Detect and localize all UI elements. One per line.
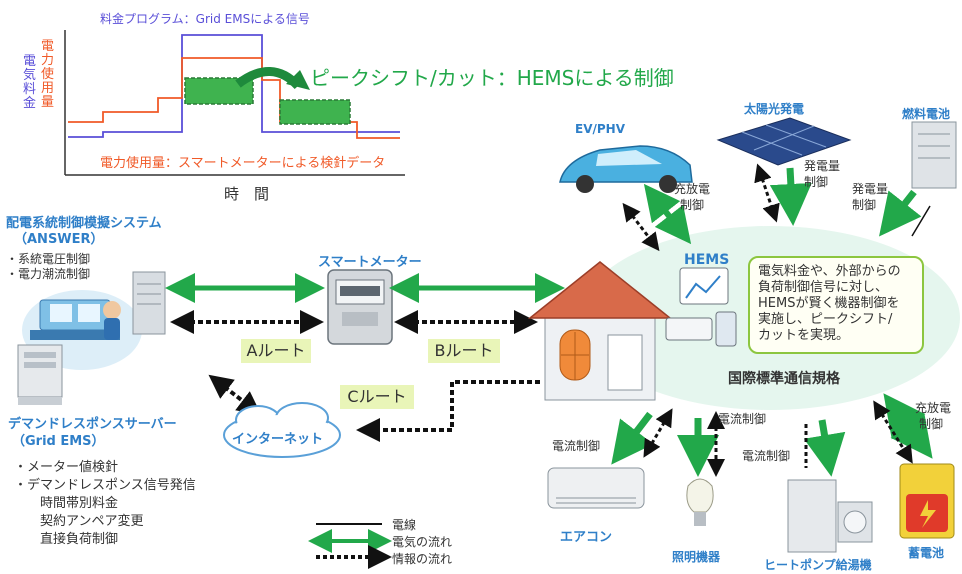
smart-meter-illustration <box>327 269 393 345</box>
peak-shift-label: ピークシフト/カット：HEMSによる制御 <box>310 66 674 90</box>
battery-info-arrow <box>873 400 913 464</box>
hems-note-line: 電気料金や、外部からの <box>758 264 901 279</box>
price-usage-chart <box>64 30 405 176</box>
solar-control-label: 制御 <box>804 175 829 189</box>
legend-wire-label: 電線 <box>392 518 417 532</box>
ev-label: EV/PHV <box>575 122 625 136</box>
internet-label: インターネット <box>232 432 324 447</box>
fuel-power-arrow <box>879 189 922 237</box>
server-item: 契約アンペア変更 <box>40 514 144 529</box>
light-bulb-illustration <box>686 478 714 526</box>
heatpump-label: ヒートポンプ給湯機 <box>764 558 872 572</box>
usage-axis-label: 電力使用量 <box>41 39 55 110</box>
battery-control-label: 充放電 <box>915 401 952 415</box>
internet-cloud <box>223 402 341 458</box>
fuel-cell-label: 燃料電池 <box>902 107 951 121</box>
route-a-label: Aルート <box>241 339 311 363</box>
hems-note: 電気料金や、外部からの 負荷制御信号に対し、 HEMSが賢く機器制御を 実施し、… <box>748 256 924 354</box>
legend-info-label: 情報の流れ <box>392 552 453 566</box>
aircon-info-arrow <box>643 408 673 458</box>
answer-title: 配電系統制御模擬システム <box>6 216 162 231</box>
hems-device-illustration <box>665 267 737 347</box>
ev-control-label: 制御 <box>680 198 705 212</box>
legend <box>308 523 392 569</box>
server-item: ・メーター値検針 <box>14 460 119 475</box>
heatpump-power-arrow <box>803 419 846 477</box>
smart-meter-label: スマートメーター <box>318 255 422 270</box>
route-c-label: Cルート <box>340 385 414 409</box>
heatpump-control-label: 電流制御 <box>742 449 791 463</box>
answer-subtitle: （ANSWER） <box>14 232 104 247</box>
server-item: ・デマンドレスポンス信号発信 <box>14 478 196 493</box>
legend-power-label: 電気の流れ <box>392 535 453 549</box>
time-axis-label: 時 間 <box>224 185 270 203</box>
fuel-control-label: 発電量 <box>852 182 889 196</box>
ev-control-label: 充放電 <box>674 182 711 196</box>
shifted-box <box>279 99 351 125</box>
fuel-cell-illustration <box>911 121 957 189</box>
info-flow-answer-internet <box>208 374 262 416</box>
solar-label: 太陽光発電 <box>744 102 805 116</box>
ev-info-arrow <box>622 202 660 252</box>
route-b-label: Bルート <box>428 339 500 363</box>
usage-data-label: 電力使用量：スマートメーターによる検針データ <box>100 156 386 171</box>
aircon-control-label: 電流制御 <box>552 439 601 453</box>
price-axis-label: 電気料金 <box>23 54 37 111</box>
hems-note-line: 負荷制御信号に対し、 <box>758 280 889 295</box>
aircon-power-arrow <box>611 411 654 465</box>
server-title: デマンドレスポンスサーバー <box>8 417 177 432</box>
aircon-label: エアコン <box>560 530 613 545</box>
solar-power-arrow <box>769 167 812 226</box>
solar-control-label: 発電量 <box>804 159 841 173</box>
solar-panel-illustration <box>716 117 852 166</box>
hems-note-line: 実施し、ピークシフト/ <box>758 312 893 327</box>
battery-label: 蓄電池 <box>908 546 945 560</box>
lighting-control-label: 電流制御 <box>718 412 767 426</box>
standard-protocol-label: 国際標準通信規格 <box>728 371 840 387</box>
house-illustration <box>527 261 673 401</box>
ev-power-arrow <box>643 183 692 245</box>
info-flow-c-route <box>356 380 540 442</box>
answer-bullet-flow: ・電力潮流制御 <box>6 267 91 281</box>
battery-illustration <box>899 463 955 539</box>
server-subtitle: （Grid EMS） <box>12 434 105 449</box>
server-item: 時間帯別料金 <box>40 496 119 511</box>
grid-ems-server-illustration <box>17 344 63 405</box>
answer-bullet-voltage: ・系統電圧制御 <box>6 252 91 266</box>
battery-control-label: 制御 <box>919 417 944 431</box>
hems-note-line: カットを実現。 <box>758 328 850 343</box>
ev-car-illustration <box>559 145 693 193</box>
price-program-label: 料金プログラム：Grid EMSによる信号 <box>100 12 310 26</box>
hems-label: HEMS <box>684 252 730 268</box>
hems-note-line: HEMSが賢く機器制御を <box>758 296 900 311</box>
heatpump-illustration <box>787 479 873 553</box>
fuel-line <box>911 205 931 237</box>
server-item: 直接負荷制御 <box>40 532 119 547</box>
fuel-control-label: 制御 <box>852 198 877 212</box>
lighting-label: 照明機器 <box>672 550 721 564</box>
solar-info-arrow <box>754 163 780 223</box>
aircon-illustration <box>547 467 645 509</box>
